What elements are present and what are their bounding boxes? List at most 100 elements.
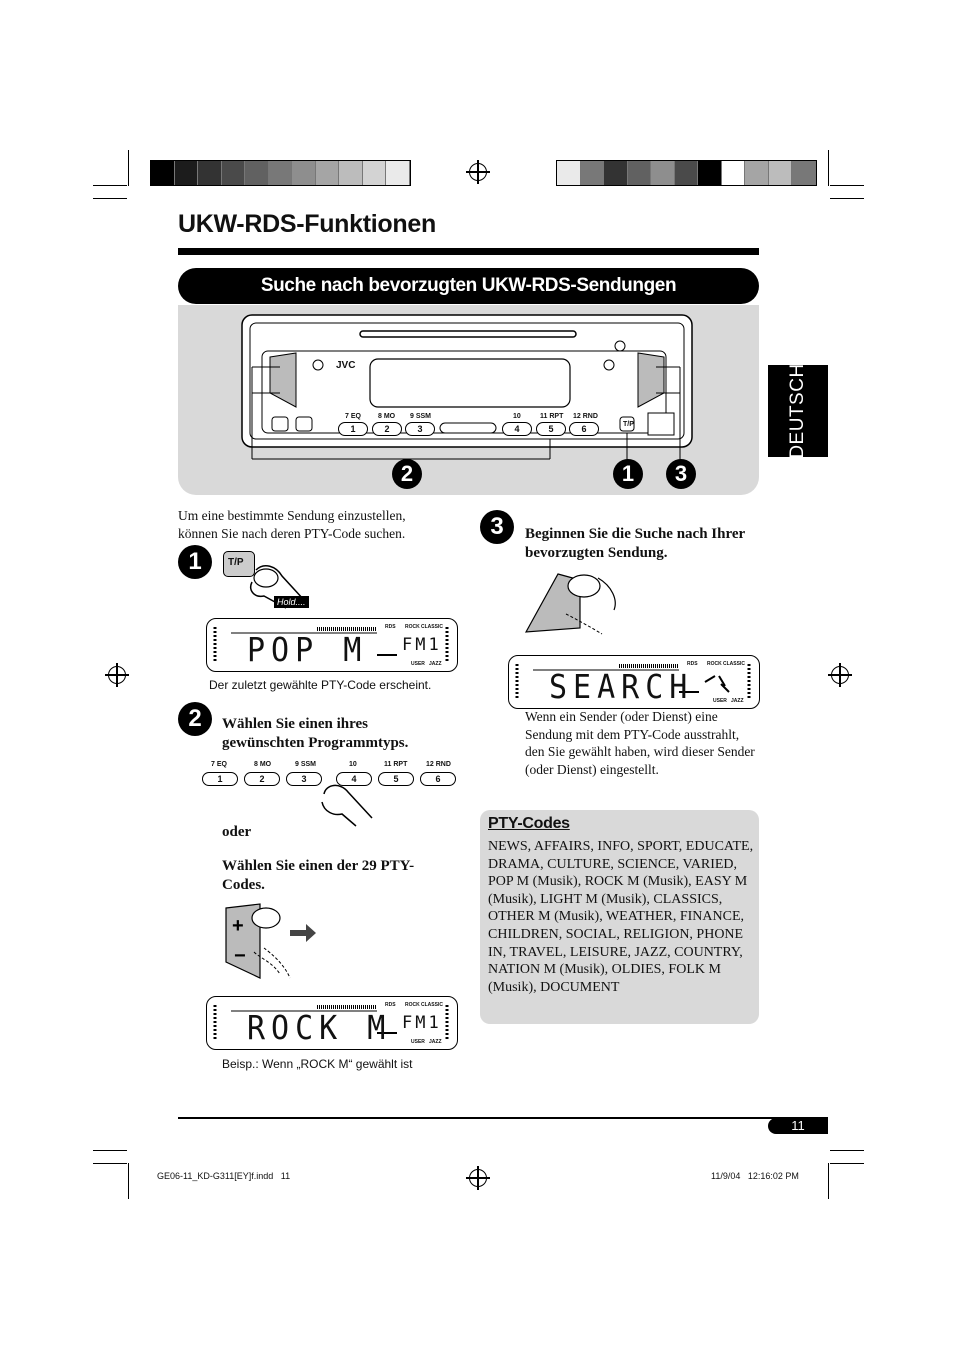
color-bar-right	[556, 160, 817, 186]
step-2-caption: Beisp.: Wenn „ROCK M“ gewählt ist	[222, 1057, 413, 1071]
footer-timestamp: 11/9/04 12:16:02 PM	[711, 1171, 799, 1181]
crop-mark	[830, 1163, 864, 1164]
lcd-indicator-rock: ROCK	[405, 1002, 420, 1008]
crop-mark	[828, 150, 829, 186]
page-title: UKW-RDS-Funktionen	[178, 210, 436, 238]
step-3-instruction: Beginnen Sie die Suche nach Ihrer bevorz…	[525, 526, 745, 561]
lcd-indicator-classic: CLASSIC	[421, 624, 443, 630]
preset-label: 9 SSM	[295, 761, 317, 768]
preset-label: 7 EQ	[345, 413, 361, 420]
lcd-display-3: SEARCH ROCK CLASSIC USER JAZZ RDS	[508, 655, 760, 709]
lcd-indicator-rds: RDS	[687, 661, 698, 667]
preset-button-3[interactable]: 3	[286, 772, 322, 786]
lcd-indicator-jazz: JAZZ	[731, 698, 744, 704]
preset-label: 9 SSM	[410, 413, 432, 420]
title-rule	[178, 248, 759, 255]
language-tab: DEUTSCH	[768, 363, 828, 459]
crop-mark	[830, 198, 864, 199]
preset-button-2[interactable]: 2	[372, 422, 402, 436]
lcd-indicator-classic: CLASSIC	[723, 661, 745, 667]
preset-label: 10	[513, 413, 521, 420]
language-tab-label: DEUTSCH	[787, 363, 808, 459]
pty-codes-list: NEWS, AFFAIRS, INFO, SPORT, EDUCATE, DRA…	[488, 839, 754, 995]
crop-mark	[93, 198, 127, 199]
lcd-indicator-rock: ROCK	[707, 661, 722, 667]
lcd-display-2: ROCK M FM1 ROCK CLASSIC USER JAZZ RDS	[206, 996, 458, 1050]
preset-label: 12 RND	[426, 761, 451, 768]
brand-logo: JVC	[336, 360, 356, 371]
preset-label: 8 MO	[254, 761, 272, 768]
crop-mark	[93, 185, 127, 186]
color-bar-left	[150, 160, 411, 186]
lcd-level-meter	[213, 627, 449, 663]
callout-3: 3	[666, 459, 696, 489]
lcd-indicator-user: USER	[411, 1039, 425, 1045]
svg-text:+: +	[232, 915, 244, 937]
preset-label: 12 RND	[573, 413, 598, 420]
lcd-main-text: ROCK M	[247, 1009, 392, 1048]
registration-mark	[466, 160, 490, 184]
finger-icon	[250, 565, 305, 609]
footer-rule	[178, 1117, 828, 1119]
crop-mark	[93, 1163, 127, 1164]
pty-codes-title: PTY-Codes	[488, 815, 570, 832]
callout-2: 2	[392, 459, 422, 489]
page-number: 11	[768, 1118, 828, 1134]
lcd-indicator-rock: ROCK	[405, 624, 420, 630]
callout-1: 1	[613, 459, 643, 489]
lcd-main-text: SEARCH	[549, 668, 694, 707]
step-1-caption: Der zuletzt gewählte PTY-Code erscheint.	[209, 678, 432, 692]
section-title: Suche nach bevorzugten UKW-RDS-Sendungen	[178, 268, 759, 304]
step-1-number: 1	[178, 545, 212, 579]
preset-button-4[interactable]: 4	[336, 772, 372, 786]
lcd-main-text: POP M	[247, 631, 368, 670]
svg-text:−: −	[234, 945, 246, 967]
preset-button-2[interactable]: 2	[244, 772, 280, 786]
preset-button-6[interactable]: 6	[420, 772, 456, 786]
or-text: oder	[222, 824, 252, 840]
preset-button-3[interactable]: 3	[405, 422, 435, 436]
lcd-indicator-jazz: JAZZ	[429, 661, 442, 667]
pty-codes-box	[480, 810, 759, 1024]
intro-text: Um eine bestimmte Sendung einzustellen, …	[178, 508, 406, 541]
crop-mark	[828, 1163, 829, 1199]
preset-button-5[interactable]: 5	[536, 422, 566, 436]
tp-button-label: T/P	[623, 421, 634, 428]
lcd-level-meter	[213, 1005, 449, 1041]
crop-mark	[128, 150, 129, 186]
lcd-indicator-classic: CLASSIC	[421, 1002, 443, 1008]
step-3-description: Wenn ein Sender (oder Dienst) eine Sendu…	[525, 709, 755, 777]
finger-icon	[321, 784, 373, 827]
registration-mark	[466, 1166, 490, 1190]
preset-button-1[interactable]: 1	[202, 772, 238, 786]
registration-mark	[828, 663, 852, 687]
preset-label: 7 EQ	[211, 761, 227, 768]
preset-button-5[interactable]: 5	[378, 772, 414, 786]
preset-label: 11 RPT	[384, 761, 408, 768]
lcd-indicator-rds: RDS	[385, 1002, 396, 1008]
seek-knob-icon	[524, 573, 616, 635]
crop-mark	[830, 185, 864, 186]
crop-mark	[830, 1150, 864, 1151]
lcd-display-1: POP M FM1 ROCK CLASSIC USER JAZZ RDS	[206, 618, 458, 672]
registration-mark	[105, 663, 129, 687]
lcd-indicator-user: USER	[411, 661, 425, 667]
plus-minus-knob-icon: + −	[225, 903, 316, 979]
step-3-number: 3	[480, 510, 514, 544]
step-2-instruction: Wählen Sie einen ihres gewünschten Progr…	[222, 716, 409, 751]
preset-label: 10	[349, 761, 357, 768]
preset-button-4[interactable]: 4	[502, 422, 532, 436]
car-radio-faceplate	[241, 314, 693, 465]
preset-button-6[interactable]: 6	[569, 422, 599, 436]
step-2-alt-instruction: Wählen Sie einen der 29 PTY-Codes.	[222, 858, 415, 893]
footer-file-name: GE06-11_KD-G311[EY]f.indd 11	[157, 1171, 291, 1181]
tp-button[interactable]: T/P	[223, 551, 255, 577]
lcd-indicator-rds: RDS	[385, 624, 396, 630]
step-2-number: 2	[178, 702, 212, 736]
lcd-band-text: FM1	[402, 635, 442, 655]
lcd-indicator-user: USER	[713, 698, 727, 704]
preset-button-1[interactable]: 1	[338, 422, 368, 436]
hold-label: Hold....	[274, 596, 309, 608]
lcd-indicator-jazz: JAZZ	[429, 1039, 442, 1045]
tp-button-text: T/P	[228, 557, 244, 568]
